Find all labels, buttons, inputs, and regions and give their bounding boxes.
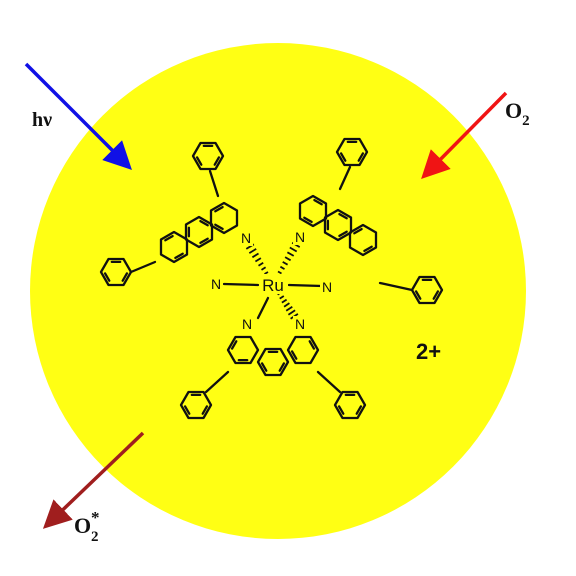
ring-ul-pyridine-b: [159, 230, 189, 264]
double-bond-line: [338, 230, 348, 238]
double-bond-line: [214, 223, 224, 231]
double-bond-line: [355, 405, 363, 415]
singlet-oxygen-out-arrow: [42, 431, 145, 529]
coordination-bond-hashed: [279, 265, 285, 270]
svg-text:*: *: [91, 508, 100, 527]
oxygen-in-arrow: [421, 91, 508, 179]
coordination-bond-hashed: [264, 271, 269, 275]
coordination-bond: [287, 283, 324, 288]
nitrogen-atom-label-bg: [209, 276, 223, 292]
phenyl-link: [338, 165, 352, 191]
coordination-bond-hashed: [283, 302, 290, 308]
nitrogen-atom-label: N: [242, 316, 252, 332]
double-bond-line: [164, 234, 174, 242]
double-bond-line: [313, 198, 323, 206]
coordination-bond-hashed: [281, 298, 288, 304]
coordination-bond: [222, 282, 260, 287]
double-bond-line: [357, 152, 365, 162]
double-bond-line: [121, 272, 129, 282]
ring-ul-phenyl-a: [191, 141, 225, 171]
oxygen-label: O2: [505, 98, 530, 129]
nitrogen-atom-label: N: [295, 229, 305, 245]
coordination-bond-hashed: [261, 266, 267, 271]
coordination-bond-hashed: [282, 261, 289, 266]
svg-text:O: O: [74, 513, 91, 538]
double-bond-line: [432, 290, 440, 300]
double-bond-line: [174, 252, 184, 260]
phenyl-link: [208, 169, 220, 198]
double-bond-line: [214, 205, 224, 213]
nitrogen-atom-label-bg: [293, 316, 307, 332]
double-bond-line: [199, 219, 209, 227]
ring-b-phenyl-b: [333, 390, 367, 420]
double-bond-line: [195, 156, 203, 166]
ring-ul-pyridine-a: [209, 201, 239, 235]
ring-ur-phenyl-a: [335, 137, 369, 167]
coordination-bond-hashed: [287, 309, 296, 316]
coordination-bond-hashed: [251, 252, 259, 259]
double-bond-line: [353, 227, 363, 235]
metal-atom-label: Ru: [262, 276, 284, 295]
double-bond-line: [183, 405, 191, 415]
double-bond-line: [260, 362, 268, 372]
double-bond-line: [308, 340, 316, 350]
photon-arrow: [24, 62, 132, 170]
phenyl-link: [204, 370, 230, 394]
charge-label: 2+: [416, 339, 441, 364]
coordination-bond-hashed: [285, 305, 293, 312]
double-bond-line: [213, 156, 221, 166]
nitrogen-atom-label: N: [295, 316, 305, 332]
coordination-bond-hashed: [248, 248, 257, 254]
nitrogen-atom-label-bg: [239, 230, 253, 246]
double-bond-line: [199, 237, 209, 245]
ring-b-pyridine-b: [286, 335, 320, 365]
double-bond-line: [303, 216, 313, 224]
ring-ul-phenyl-b: [99, 257, 133, 287]
phenyl-link: [316, 370, 342, 394]
phenyl-link: [129, 260, 157, 274]
ring-ur-pyridine-a: [298, 194, 328, 228]
ru-phenanthroline-complex: N N N N N N Ru: [99, 137, 444, 420]
double-bond-line: [414, 290, 422, 300]
double-bond-line: [201, 405, 209, 415]
double-bond-line: [290, 350, 298, 360]
coordination-bond-hashed: [277, 270, 282, 275]
double-bond-line: [363, 245, 373, 253]
coordination-bond-hashed: [289, 246, 298, 253]
double-bond-line: [230, 340, 238, 350]
coordination-bond-hashed: [279, 295, 285, 300]
coordination-bond: [256, 296, 270, 320]
coordination-bond-hashed: [286, 251, 295, 257]
nitrogen-atom-label-bg: [293, 229, 307, 245]
double-bond-line: [337, 405, 345, 415]
double-bond-line: [103, 272, 111, 282]
photon-label: hν: [32, 109, 52, 131]
nitrogen-atom-label: N: [211, 276, 221, 292]
svg-text:2: 2: [91, 529, 99, 545]
ring-b-pyridine-a: [226, 335, 260, 365]
double-bond-line: [338, 212, 348, 220]
nitrogen-atom-label: N: [322, 279, 332, 295]
ring-b-center: [256, 347, 290, 377]
nitrogen-atom-label-bg: [320, 279, 334, 295]
metal-label-bg: [259, 274, 288, 294]
singlet-oxygen-label: O 2 *: [74, 508, 100, 545]
coordination-bond-hashed: [258, 261, 264, 267]
coordination-bond-hashed: [284, 256, 292, 262]
double-bond-line: [278, 362, 286, 372]
double-bond-line: [339, 152, 347, 162]
ring-b-phenyl-a: [179, 390, 213, 420]
ring-ur-pyridine-b: [348, 223, 378, 257]
nitrogen-atom-label-bg: [240, 316, 254, 332]
coordination-bond-hashed: [254, 257, 262, 263]
nitrogen-atom-label: N: [241, 230, 251, 246]
phenyl-link: [378, 281, 414, 292]
